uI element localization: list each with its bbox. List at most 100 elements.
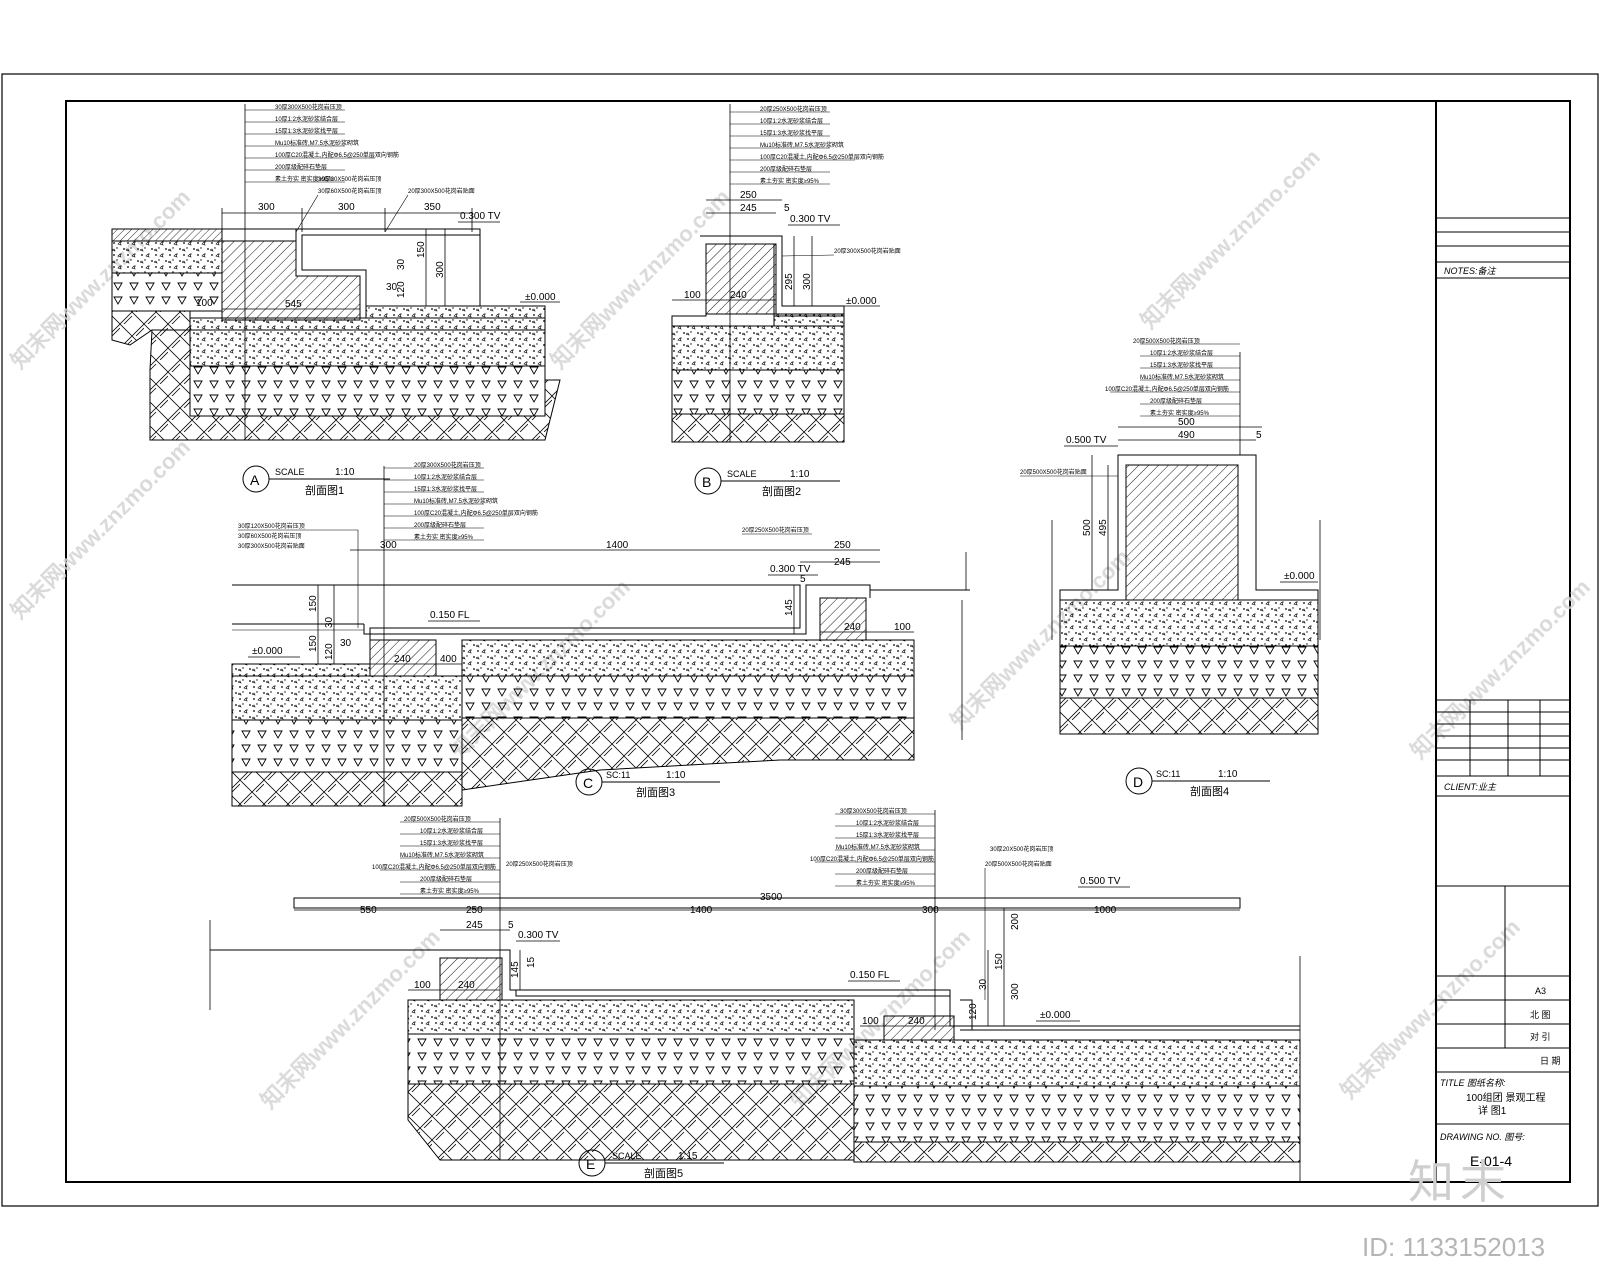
layer-label: Mu10标准砖,M7.5水泥砂浆砌筑: [400, 851, 484, 859]
dim-label: 545: [285, 299, 302, 310]
side-label: 20厚250X500花岗岩压顶: [742, 526, 809, 534]
dim-label: 30: [324, 616, 335, 628]
dim-label: 30: [396, 258, 407, 270]
title-row-3: 日 期: [1540, 1056, 1561, 1066]
title-label: TITLE 图纸名称:: [1440, 1078, 1506, 1088]
dim-label: 240: [908, 1016, 925, 1027]
layer-label: 15厚1:3水泥砂浆找平层: [275, 127, 338, 135]
dim-label: 550: [360, 905, 377, 916]
side-label: 20厚500X500花岗岩贴面: [985, 860, 1052, 868]
notes-label: NOTES:备注: [1444, 266, 1497, 276]
project-name: 100组团 景观工程: [1466, 1091, 1545, 1104]
scale-label: SCALE: [727, 469, 757, 479]
concrete-layer: [189, 329, 546, 367]
layer-label: 素土夯实 密实度≥95%: [760, 177, 820, 185]
layer-label: 200厚级配碎石垫层: [760, 165, 812, 173]
elevation-tv: 0.500 TV: [1080, 876, 1121, 887]
layer-callouts: 30厚300X500花岗岩压顶 10厚1:2水泥砂浆结合层 15厚1:3水泥砂浆…: [245, 103, 399, 183]
dim-label: 120: [968, 1003, 979, 1020]
outer-sheet-border: [1, 73, 1599, 1207]
section-e: 20厚500X500花岗岩压顶 10厚1:2水泥砂浆结合层 15厚1:3水泥砂浆…: [209, 807, 1301, 1182]
dim-label: 150: [308, 595, 319, 612]
scale-ratio: 1:10: [1218, 769, 1238, 780]
section-title: 剖面图4: [1190, 784, 1229, 798]
layer-label: 20厚250X500花岗岩压顶: [760, 105, 827, 113]
dim-label: 300: [258, 202, 275, 213]
layer-callouts-right: 30厚300X500花岗岩压顶 10厚1:2水泥砂浆结合层 15厚1:3水泥砂浆…: [810, 807, 935, 887]
elevation-tv: 0.300 TV: [518, 930, 559, 941]
elevation-zero: ±0.000: [525, 292, 556, 303]
layer-label: 10厚1:2水泥砂浆结合层: [856, 819, 919, 827]
dim-label: 5: [800, 574, 806, 585]
brick-wall: [1125, 464, 1239, 601]
layer-label: Mu10标准砖,M7.5水泥砂浆砌筑: [414, 497, 498, 505]
side-label: 30厚20X500花岗岩压顶: [990, 845, 1053, 853]
layer-label: 100厚C20混凝土,内配Φ6.5@250单层双向钢筋: [414, 509, 538, 517]
dim-label: 15: [526, 956, 537, 968]
dim-label: 490: [1178, 430, 1195, 441]
dim-label: 100: [684, 290, 701, 301]
dim-label: 1000: [1094, 905, 1117, 916]
watermark-text: 知末网www.znzmo.com: [1136, 144, 1325, 333]
side-label: 20厚250X500花岗岩压顶: [506, 860, 573, 868]
dim-label: 240: [394, 654, 411, 665]
elevation-tv: 0.500 TV: [1066, 435, 1107, 446]
layer-label: 素土夯实 密实度≥95%: [414, 533, 474, 541]
side-label: 30厚300X500花岗岩贴面: [238, 542, 305, 550]
section-d: 20厚500X500花岗岩压顶 10厚1:2水泥砂浆结合层 15厚1:3水泥砂浆…: [1020, 337, 1321, 798]
section-a: 300 300 350 150 300 30 120 30 545 100 0.…: [111, 103, 561, 497]
layer-label: 200厚级配碎石垫层: [856, 867, 908, 875]
side-label: 20厚500X500花岗岩贴面: [1020, 468, 1087, 476]
dim-label: 100: [894, 622, 911, 633]
watermark-text: 知末网www.znzmo.com: [1406, 574, 1595, 763]
section-letter: C: [583, 775, 593, 791]
layer-label: 20厚300X500花岗岩压顶: [414, 461, 481, 469]
layer-label: 素土夯实 密实度≥95%: [1150, 409, 1210, 417]
gravel-layer: [189, 365, 546, 417]
side-label: 30厚20X500花岗岩压顶: [318, 175, 381, 183]
layer-label: Mu10标准砖,M7.5水泥砂浆砌筑: [760, 141, 844, 149]
dim-label: 200: [1010, 913, 1021, 930]
section-letter: D: [1133, 774, 1143, 790]
dim-label: 100: [862, 1016, 879, 1027]
brick-wall: [705, 243, 777, 315]
layer-label: 20厚500X500花岗岩压顶: [1133, 337, 1200, 345]
scale-label: SC:11: [606, 770, 630, 780]
section-letter: B: [702, 474, 711, 490]
side-label: 20厚300X500花岗岩贴面: [408, 187, 475, 195]
dim-label: 145: [510, 961, 521, 978]
dim-label: 30: [386, 282, 398, 293]
dim-label: 30: [978, 978, 989, 990]
brand-logo: 知末: [1408, 1155, 1512, 1209]
drawing-frame: [65, 100, 1571, 1183]
layer-label: 15厚1:3水泥砂浆找平层: [420, 839, 483, 847]
dim-label: 120: [324, 643, 335, 660]
dim-label: 300: [435, 261, 446, 278]
layer-callouts: 20厚300X500花岗岩压顶 10厚1:2水泥砂浆结合层 15厚1:3水泥砂浆…: [384, 461, 538, 541]
dim-label: 5: [1256, 430, 1262, 441]
layer-label: 200厚级配碎石垫层: [1150, 397, 1202, 405]
dim-label: 150: [308, 635, 319, 652]
dim-label: 120: [396, 281, 407, 298]
dim-label: 300: [802, 273, 813, 290]
layer-callouts: 20厚500X500花岗岩压顶 10厚1:2水泥砂浆结合层 15厚1:3水泥砂浆…: [1105, 337, 1240, 417]
title-row-2: 对 引: [1530, 1031, 1551, 1042]
section-title: 剖面图5: [644, 1166, 683, 1180]
layer-label: Mu10标准砖,M7.5水泥砂浆砌筑: [1140, 373, 1224, 381]
dim-label: 5: [508, 920, 514, 931]
layer-label: 15厚1:3水泥砂浆找平层: [760, 129, 823, 137]
dim-label: 1400: [606, 540, 629, 551]
layer-label: 30厚300X500花岗岩压顶: [275, 103, 342, 111]
layer-callouts: 20厚250X500花岗岩压顶 10厚1:2水泥砂浆结合层 15厚1:3水泥砂浆…: [730, 105, 884, 185]
scale-ratio: 1:15: [678, 1151, 698, 1162]
layer-label: 200厚级配碎石垫层: [420, 875, 472, 883]
dim-label: 300: [1010, 983, 1021, 1000]
elevation-zero: ±0.000: [1284, 571, 1315, 582]
layer-label: 10厚1:2水泥砂浆结合层: [1150, 349, 1213, 357]
side-label: 20厚300X500花岗岩贴面: [834, 247, 901, 255]
layer-label: 素土夯实 密实度≥95%: [420, 887, 480, 895]
dim-label: 350: [424, 202, 441, 213]
dim-label: 150: [416, 241, 427, 258]
dim-label: 245: [740, 203, 757, 214]
